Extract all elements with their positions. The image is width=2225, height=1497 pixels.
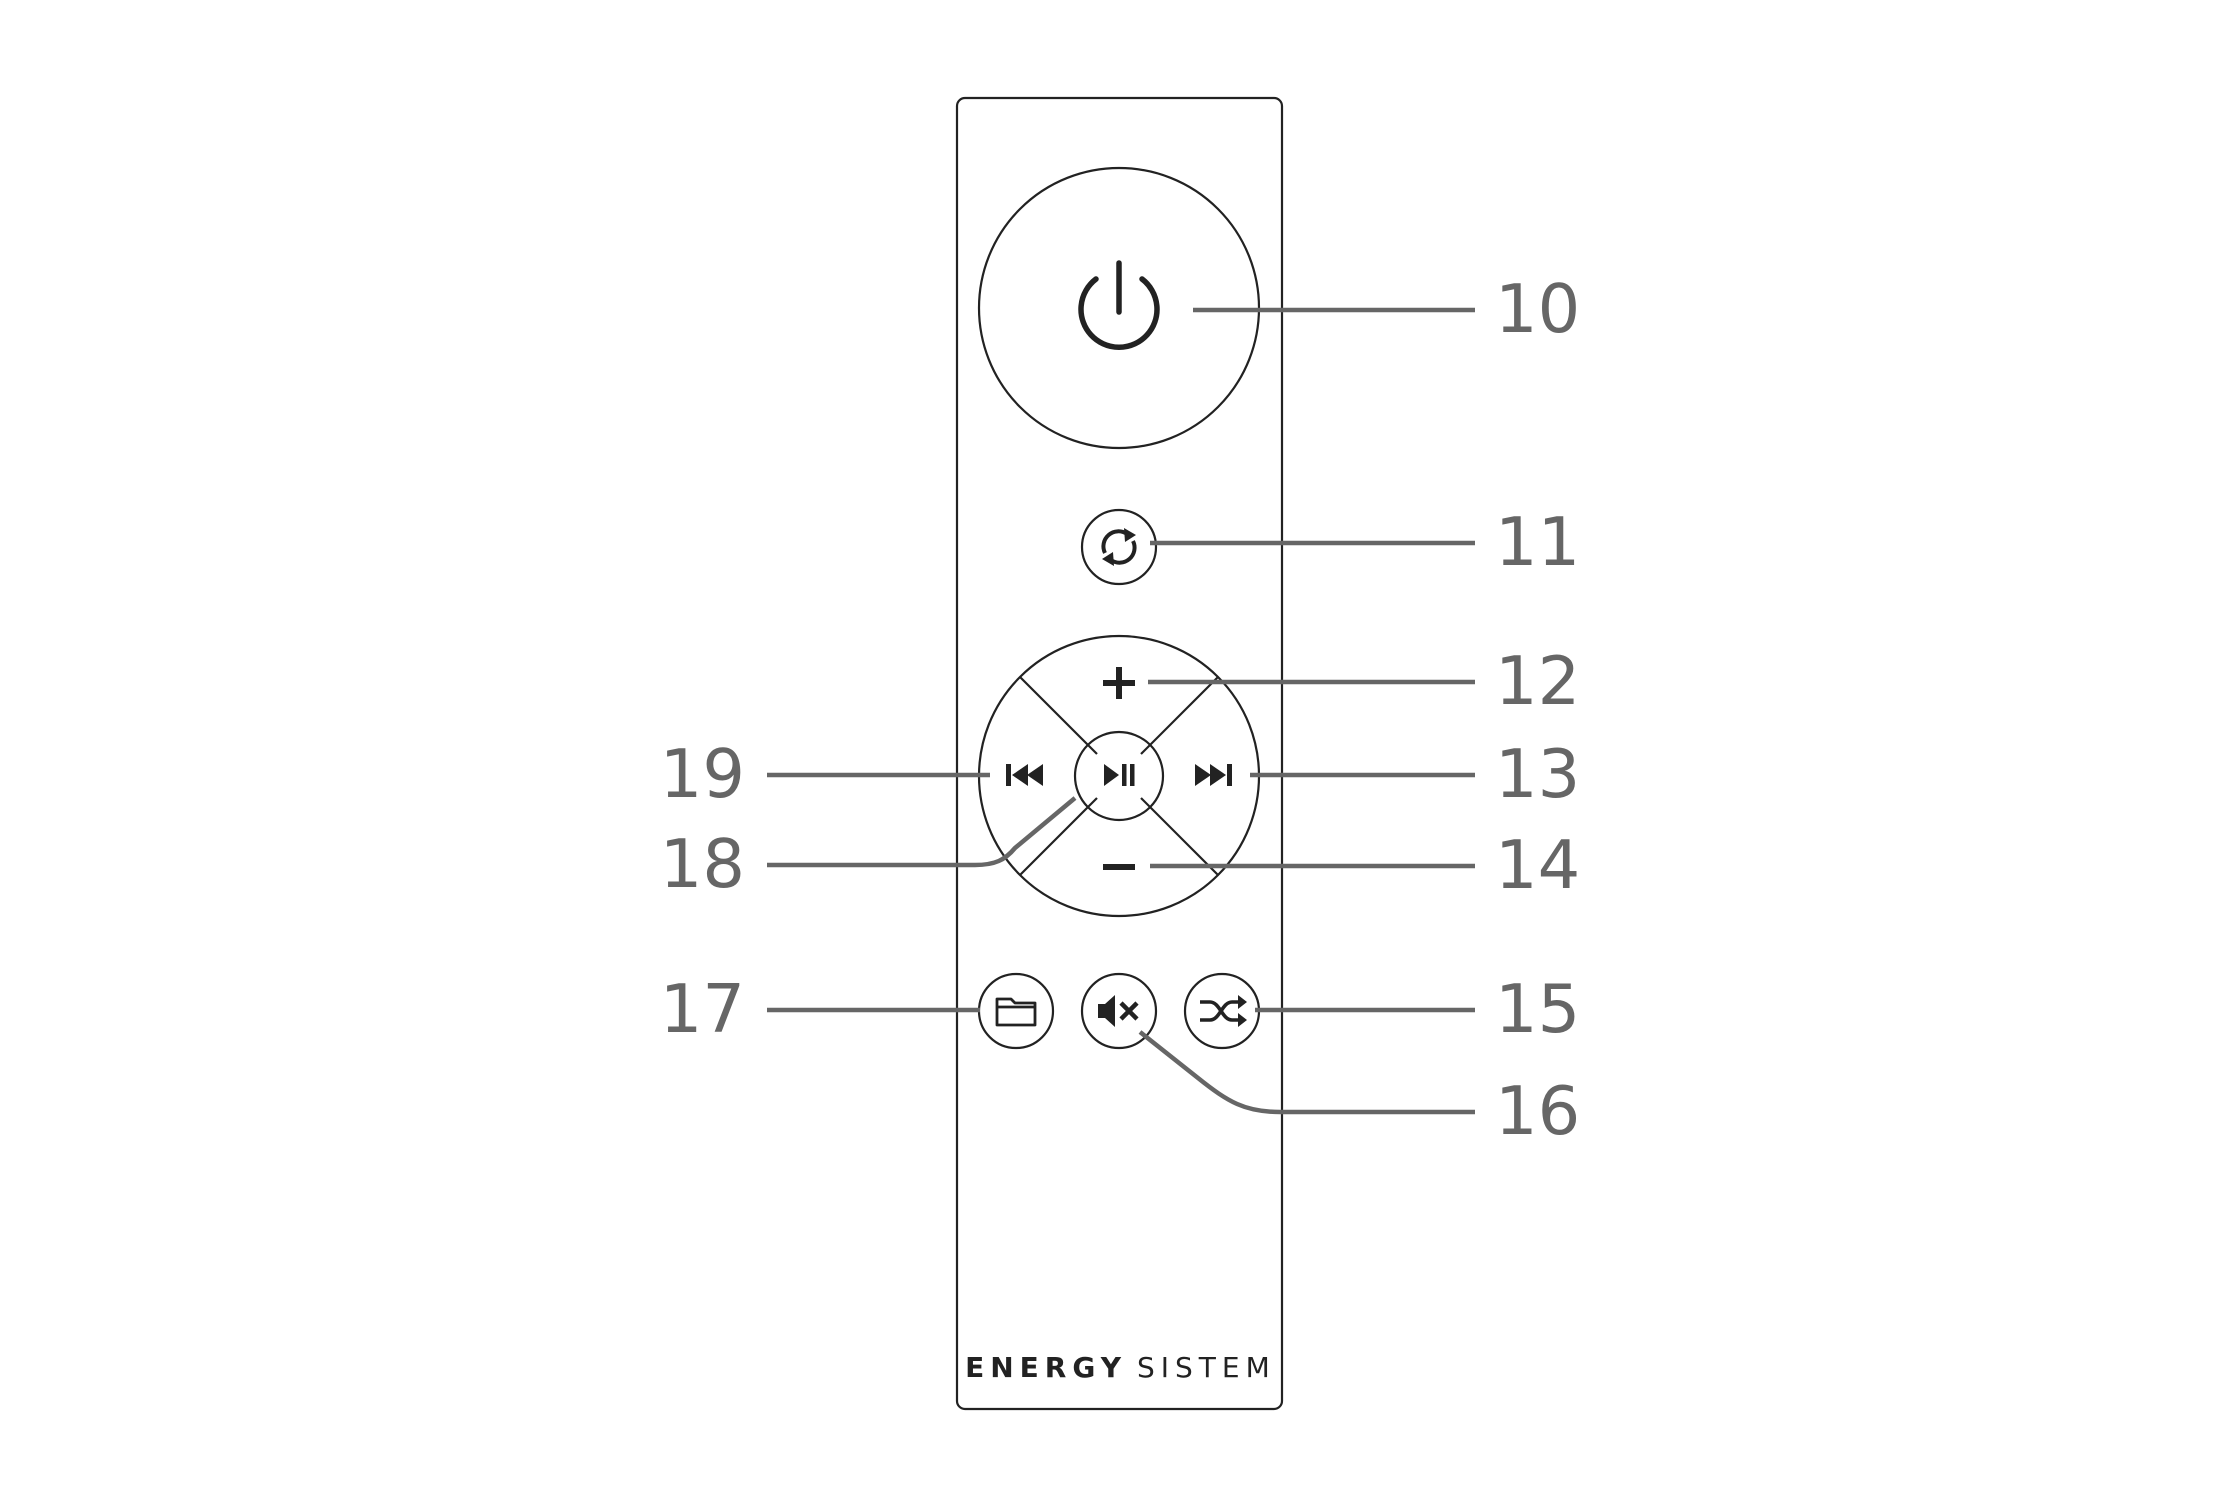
speaker-mute-icon [1098,995,1139,1027]
brand-primary: ENERGY [965,1351,1127,1384]
skip-back-icon [1006,764,1043,786]
play-pause-button[interactable] [1073,730,1165,822]
play-pause-icon [1104,764,1135,786]
folder-button[interactable] [977,972,1055,1050]
callout-14: 14 [1495,826,1580,904]
repeat-cycle-icon [1101,528,1137,566]
plus-icon [1103,667,1135,699]
skip-forward-icon [1195,764,1232,786]
next-track-button[interactable] [1163,720,1253,830]
volume-up-button[interactable] [1060,640,1178,730]
leader-line-16 [1138,1030,1475,1115]
callout-15: 15 [1495,970,1580,1048]
callout-16: 16 [1495,1072,1580,1150]
shuffle-icon [1200,995,1247,1027]
mute-button[interactable] [1080,972,1158,1050]
previous-track-button[interactable] [985,720,1075,830]
callout-18: 18 [660,825,745,903]
callout-11: 11 [1495,503,1580,581]
leader-line-18 [767,796,1077,868]
callout-17: 17 [660,970,745,1048]
callout-12: 12 [1495,642,1580,720]
callout-10: 10 [1495,270,1580,348]
remote-body [955,96,1284,1411]
shuffle-button[interactable] [1183,972,1261,1050]
power-icon [1078,260,1160,350]
minus-icon [1103,864,1135,870]
callout-13: 13 [1495,735,1580,813]
callout-19: 19 [660,735,745,813]
brand-secondary: SISTEM [1137,1351,1276,1384]
folder-icon [995,997,1037,1027]
volume-down-button[interactable] [1060,822,1178,912]
mode-button[interactable] [1080,508,1158,586]
brand-logo: ENERGY SISTEM [965,1351,1276,1384]
